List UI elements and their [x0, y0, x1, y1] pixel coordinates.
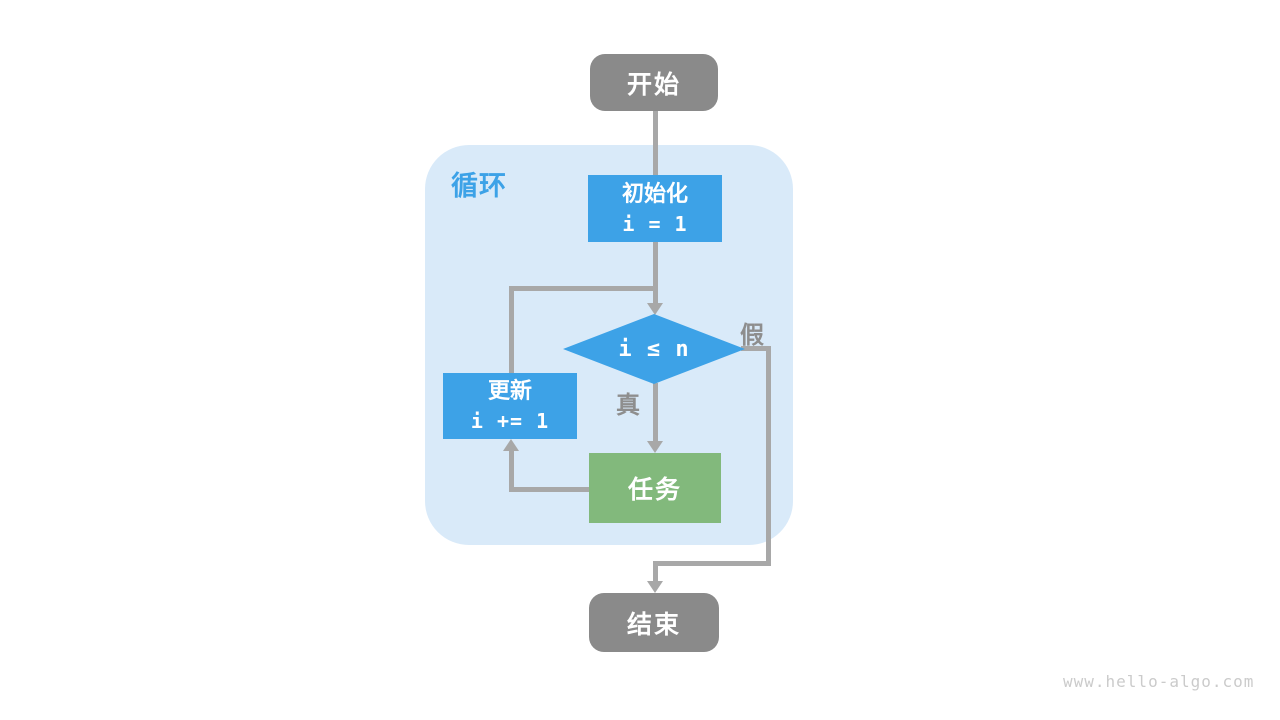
edge-task-to-update-vertical [509, 448, 514, 490]
edge-label-true: 真 [616, 392, 640, 419]
edge-label-false: 假 [740, 322, 764, 349]
edge-false-vertical [766, 346, 771, 566]
node-start-label: 开始 [626, 70, 681, 99]
arrowhead-into-task-icon [647, 441, 663, 453]
node-end-label: 结束 [626, 610, 681, 639]
edge-update-feedback-horizontal [509, 286, 658, 291]
edge-task-to-update-horizontal [509, 487, 591, 492]
node-init: 初始化 i = 1 [588, 175, 722, 242]
node-task-label: 任务 [627, 476, 682, 504]
node-end: 结束 [589, 593, 719, 652]
arrowhead-into-update-icon [503, 439, 519, 451]
node-start: 开始 [590, 54, 718, 111]
node-task: 任务 [589, 453, 721, 523]
edge-into-end [653, 561, 658, 583]
watermark-text: www.hello-algo.com [1063, 672, 1255, 691]
node-condition-code: i ≤ n [618, 336, 690, 362]
edge-update-feedback-vertical [509, 286, 514, 374]
edge-init-to-condition [653, 242, 658, 306]
node-update-code: i += 1 [470, 409, 550, 433]
edge-false-horizontal-bottom [653, 561, 771, 566]
loop-group-label: 循环 [451, 171, 507, 201]
node-init-code: i = 1 [622, 211, 688, 236]
node-init-title: 初始化 [621, 180, 688, 206]
edge-start-to-init [653, 111, 658, 177]
edge-condition-to-task [653, 383, 658, 443]
node-update-title: 更新 [487, 378, 532, 403]
edge-false-horizontal-top [741, 346, 771, 351]
arrowhead-into-condition-icon [647, 303, 663, 315]
node-update: 更新 i += 1 [443, 373, 577, 439]
arrowhead-into-end-icon [647, 581, 663, 593]
